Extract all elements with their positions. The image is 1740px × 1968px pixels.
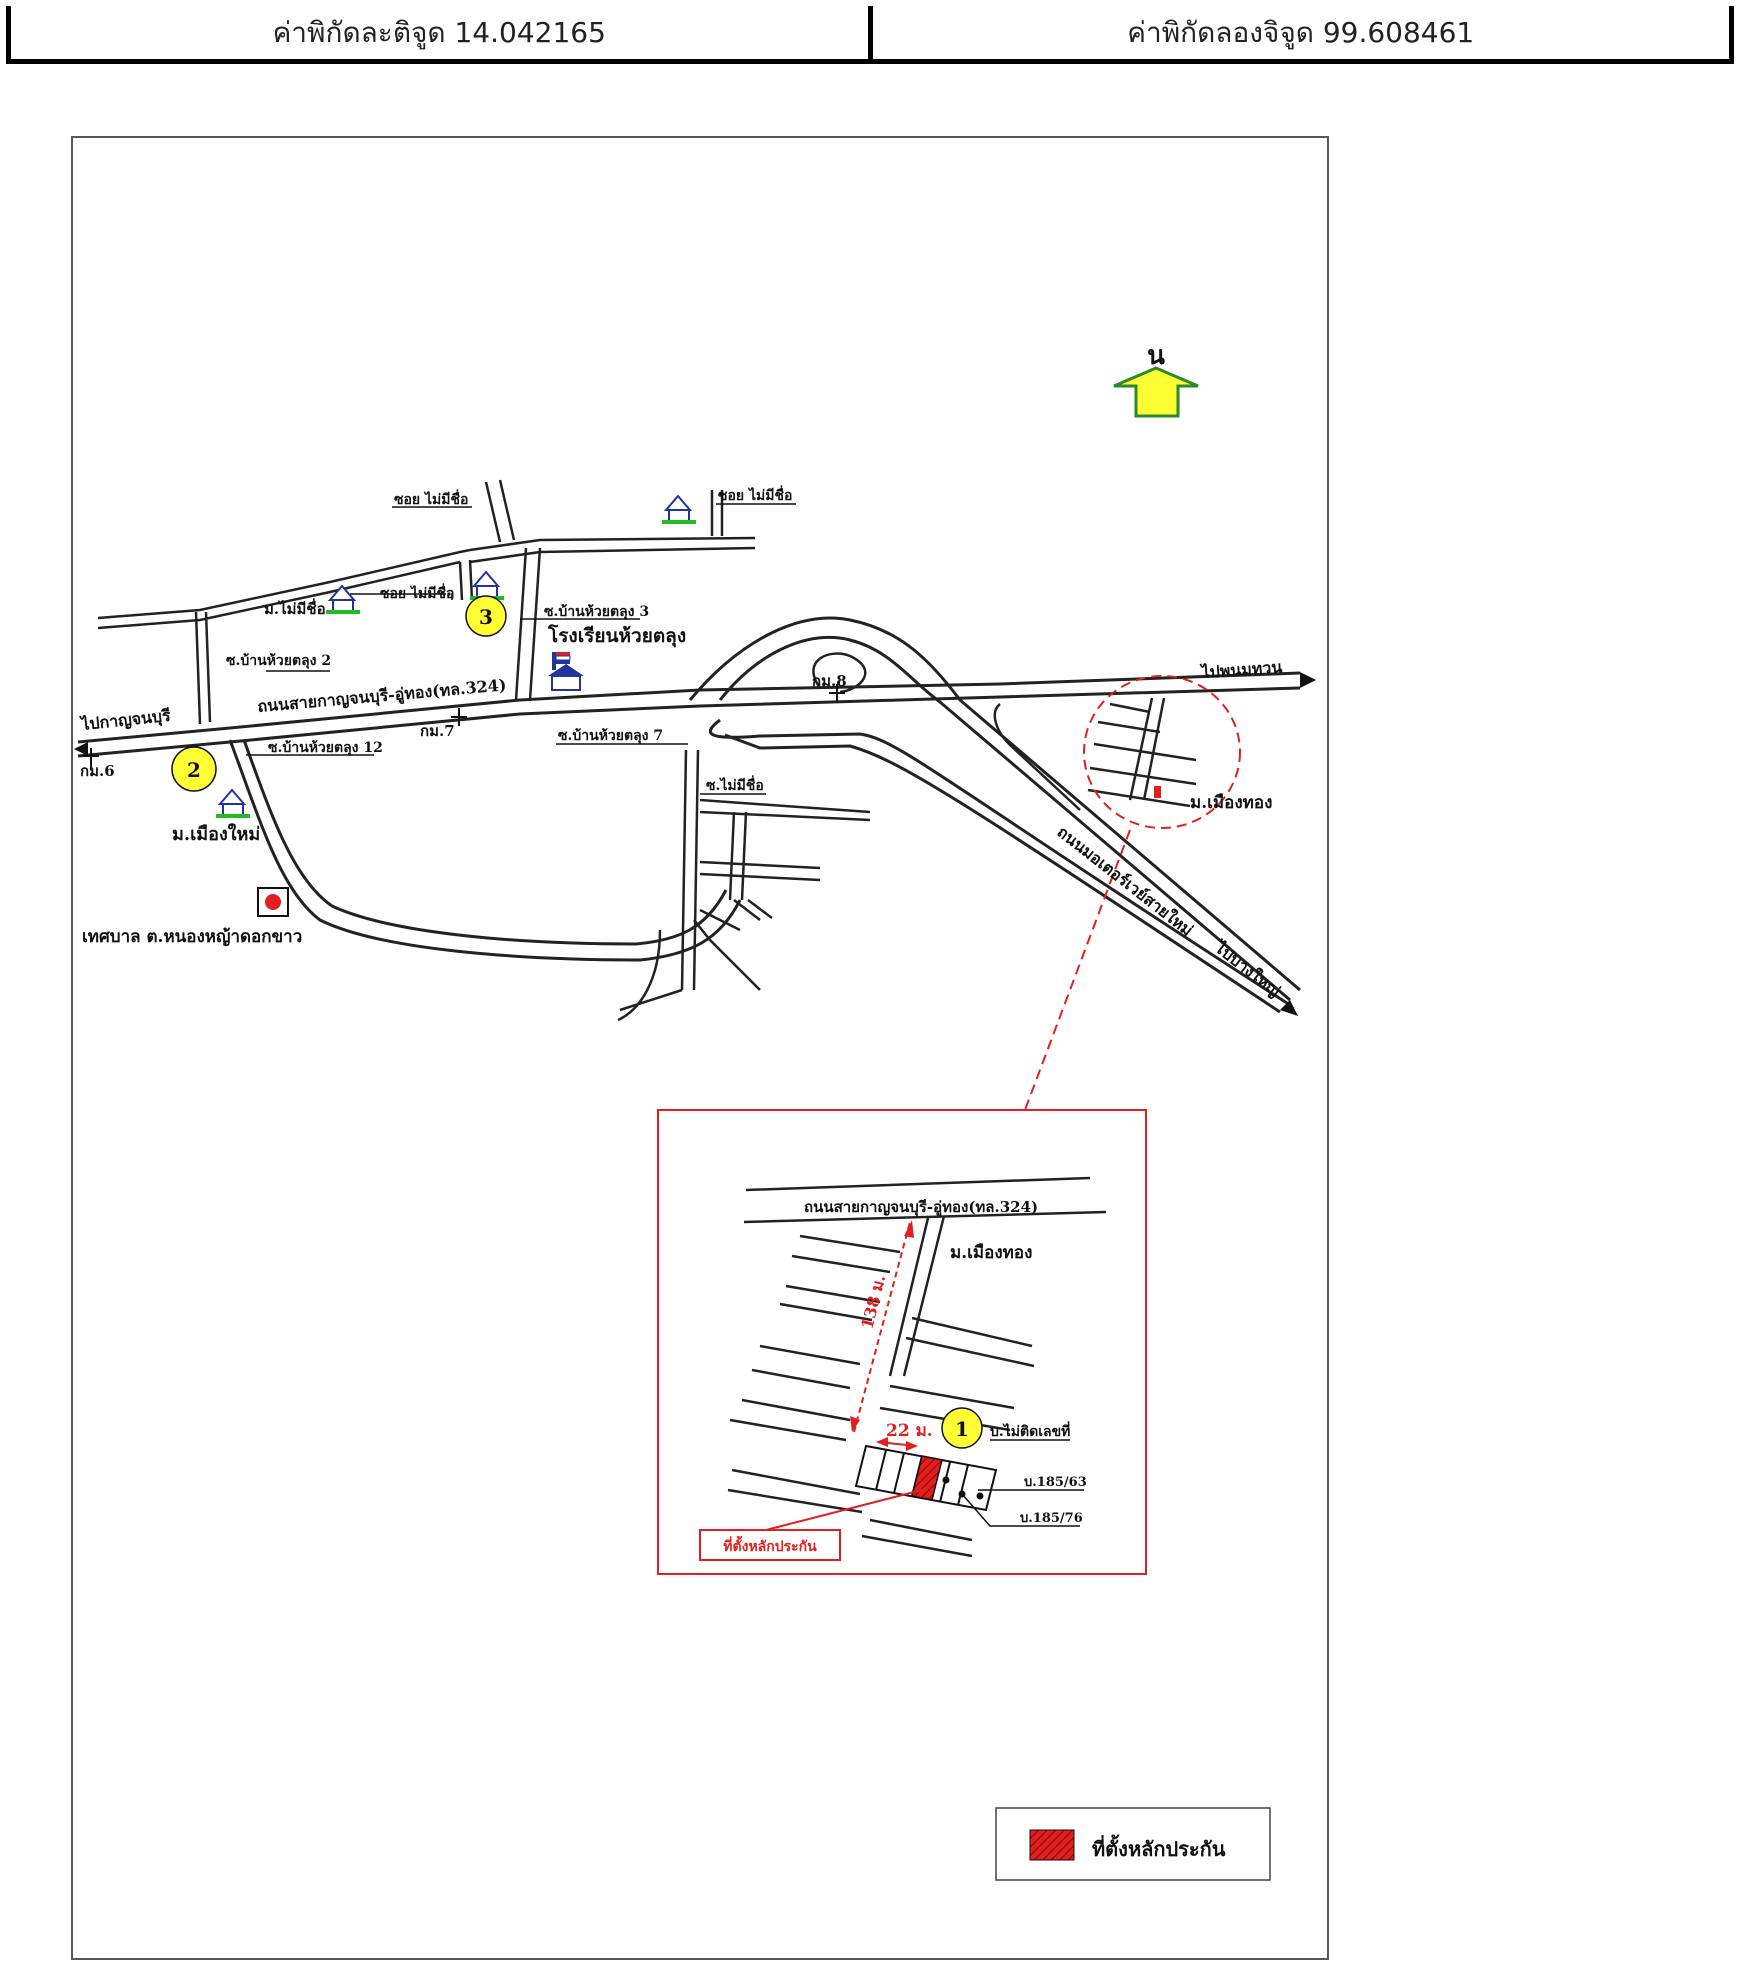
house-icon — [326, 584, 360, 614]
latitude-label: ค่าพิกัดละติจูด 14.042165 — [6, 6, 868, 64]
marker-3-label: 3 — [479, 605, 493, 629]
marker-1 — [941, 1407, 983, 1449]
school-icon — [548, 652, 584, 691]
inset-road-label: ถนนสายกาญจนบุรี-อู่ทอง(ทล.324) — [804, 1198, 1038, 1217]
label-soi-unnamed-4: ซ.ไม่มีชื่อ — [706, 775, 764, 794]
label-soi-unnamed-1: ซอย ไม่มีชื่อ — [394, 489, 468, 508]
inset-distance-horizontal: 22 ม. — [886, 1421, 933, 1441]
inset-detail: ถนนสายกาญจนบุรี-อู่ทอง(ทล.324) ม.เมืองทอ… — [657, 1109, 1147, 1575]
label-soi-huaytalung-12: ซ.บ้านห้วยตลุง 12 — [268, 740, 383, 756]
inset-village-label: ม.เมืองทอง — [950, 1242, 1032, 1263]
marker-2-label: 2 — [187, 758, 201, 782]
legend-label: ที่ตั้งหลักประกัน — [1092, 1834, 1226, 1861]
km-markers — [83, 684, 845, 768]
map-frame — [71, 136, 1329, 1960]
label-km8: กม.8 — [812, 672, 847, 690]
municipality-icon — [257, 887, 289, 917]
inset-house-unnumbered: บ.ไม่ติดเลขที่ — [990, 1421, 1070, 1440]
house-icon — [216, 788, 250, 818]
inset-house-1: บ.185/63 — [1024, 1475, 1087, 1490]
label-km6: กม.6 — [80, 762, 115, 780]
longitude-label: ค่าพิกัดลองจิจูด 99.608461 — [867, 6, 1734, 64]
road-network — [74, 479, 1316, 1111]
legend-swatch — [1029, 1829, 1075, 1861]
house-icons — [216, 494, 696, 818]
inset-house-2: บ.185/76 — [1020, 1511, 1083, 1526]
label-school: โรงเรียนห้วยตลุง — [547, 624, 686, 648]
house-icon — [662, 494, 696, 524]
label-soi-huaytalung-2: ซ.บ้านห้วยตลุง 2 — [226, 653, 331, 669]
marker-2: 2 — [171, 746, 217, 792]
marker-1-label: 1 — [955, 1417, 969, 1441]
label-soi-unnamed-2: ซอย ไม่มีชื่อ — [718, 485, 792, 504]
label-main-road: ถนนสายกาญจนบุรี-อู่ทอง(ทล.324) — [257, 675, 508, 718]
map-labels: ซอย ไม่มีชื่อ ซอย ไม่มีชื่อ ซอย ไม่มีชื่… — [78, 485, 1284, 1001]
coordinate-header: ค่าพิกัดละติจูด 14.042165 ค่าพิกัดลองจิจ… — [6, 6, 1734, 64]
label-village-unnamed: ม.ไม่มีชื่อ — [264, 598, 326, 618]
label-municipality: เทศบาล ต.หนองหญ้าดอกขาว — [82, 927, 302, 947]
label-to-kanchanaburi: ไปกาญจนบุรี — [78, 706, 172, 736]
north-arrow-icon: น — [1113, 341, 1199, 418]
label-soi-huaytalung-3: ซ.บ้านห้วยตลุง 3 — [544, 604, 649, 620]
label-village-mueang-thong: ม.เมืองทอง — [1190, 792, 1272, 813]
label-soi-unnamed-3: ซอย ไม่มีชื่อ — [380, 583, 454, 602]
leader-lines — [246, 503, 796, 795]
label-village-mueang-mai: ม.เมืองใหม่ — [172, 823, 260, 845]
label-soi-huaytalung-7: ซ.บ้านห้วยตลุง 7 — [558, 728, 663, 744]
inset-collateral-label: ที่ตั้งหลักประกัน — [723, 1535, 817, 1555]
legend: ที่ตั้งหลักประกัน — [995, 1807, 1271, 1881]
label-to-phanomthuan: ไปพนมทวน — [1199, 657, 1283, 682]
marker-3: 3 — [465, 595, 507, 637]
label-to-bangyai: ไปบางใหญ่ — [1209, 937, 1284, 1001]
north-label: น — [1147, 341, 1165, 371]
label-km7: กม.7 — [420, 722, 455, 740]
